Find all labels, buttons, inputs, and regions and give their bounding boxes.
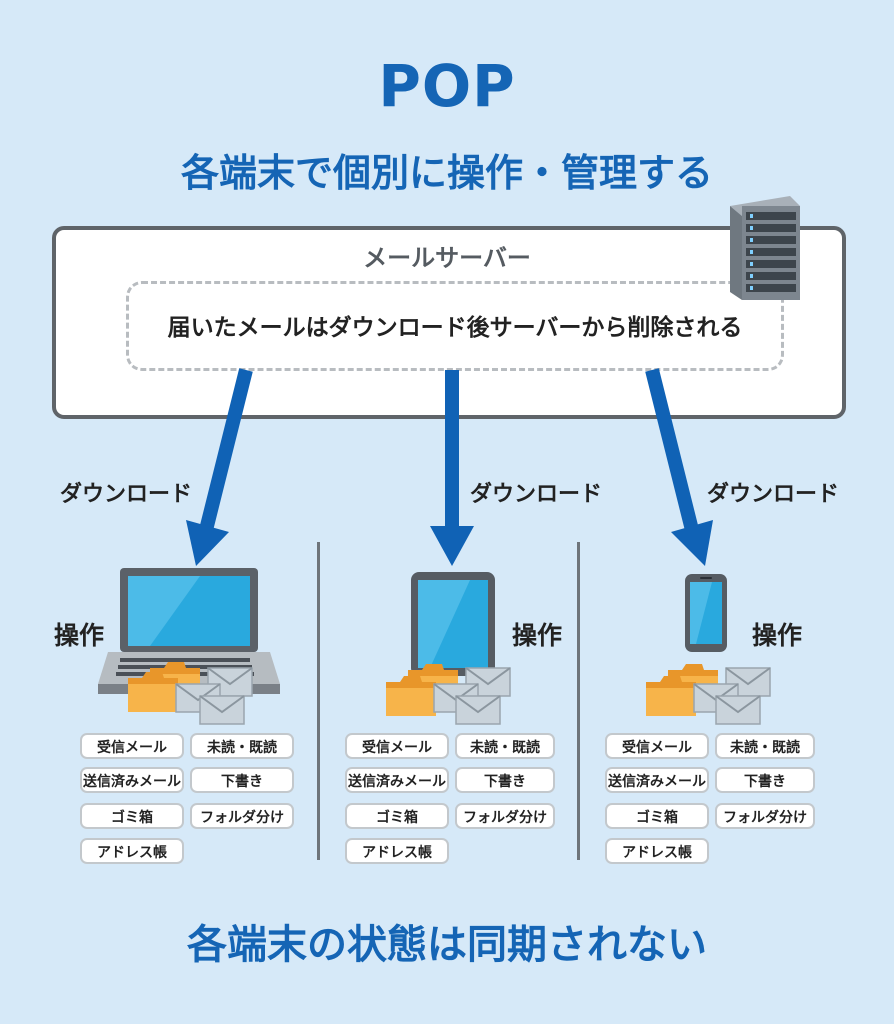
tag-trash: ゴミ箱 [345, 803, 449, 829]
envelope-icon [175, 667, 253, 725]
download-label-1: ダウンロード [60, 482, 193, 507]
operation-label-1: 操作 [54, 621, 105, 650]
download-label-2: ダウンロード [470, 482, 603, 507]
download-label-3: ダウンロード [707, 482, 840, 507]
footer-statement: 各端末の状態は同期されない [187, 922, 707, 968]
tag-read-unread: 未読・既読 [190, 733, 294, 759]
laptop-icon [98, 568, 280, 694]
tag-folders: フォルダ分け [715, 803, 815, 829]
tag-trash: ゴミ箱 [80, 803, 184, 829]
tag-address-book: アドレス帳 [345, 838, 449, 864]
tag-inbox: 受信メール [345, 733, 449, 759]
tag-inbox: 受信メール [80, 733, 184, 759]
tag-sent: 送信済みメール [605, 767, 709, 793]
tag-read-unread: 未読・既読 [715, 733, 815, 759]
tag-trash: ゴミ箱 [605, 803, 709, 829]
tag-drafts: 下書き [455, 767, 555, 793]
tablet-icon [411, 572, 495, 676]
page-title: POP [378, 52, 516, 120]
tag-sent: 送信済みメール [80, 767, 184, 793]
operation-label-2: 操作 [512, 621, 563, 650]
folder-icon [646, 664, 718, 716]
folder-icon [386, 664, 458, 716]
envelope-icon [693, 667, 771, 725]
tag-sent: 送信済みメール [345, 767, 449, 793]
folder-icon [128, 662, 200, 712]
envelope-icon [433, 667, 511, 725]
tag-drafts: 下書き [190, 767, 294, 793]
tag-folders: フォルダ分け [190, 803, 294, 829]
server-note-box [126, 281, 784, 371]
page-subtitle: 各端末で個別に操作・管理する [180, 151, 713, 195]
tag-address-book: アドレス帳 [605, 838, 709, 864]
smartphone-icon [685, 574, 727, 652]
column-divider [577, 542, 580, 860]
column-divider [317, 542, 320, 860]
tag-inbox: 受信メール [605, 733, 709, 759]
tag-address-book: アドレス帳 [80, 838, 184, 864]
tag-read-unread: 未読・既読 [455, 733, 555, 759]
operation-label-3: 操作 [752, 621, 803, 650]
server-note: 届いたメールはダウンロード後サーバーから削除される [167, 315, 743, 341]
mail-server-label: メールサーバー [363, 244, 531, 272]
tag-drafts: 下書き [715, 767, 815, 793]
tag-folders: フォルダ分け [455, 803, 555, 829]
